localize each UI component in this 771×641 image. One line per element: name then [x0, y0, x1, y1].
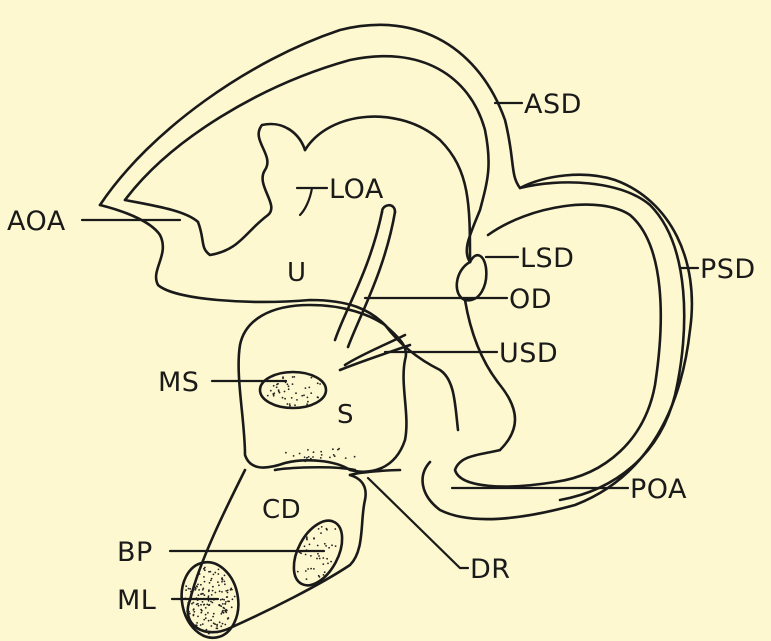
od-tip: [382, 205, 395, 212]
leader-loa: [297, 188, 327, 215]
label-s: S: [337, 400, 354, 430]
lsd-loop: [457, 255, 487, 300]
label-od: OD: [509, 284, 552, 315]
label-poa: POA: [630, 474, 687, 505]
label-dr: DR: [470, 554, 511, 585]
label-ml: ML: [117, 585, 156, 616]
saccule-outline: [239, 305, 407, 472]
label-lsd: LSD: [520, 243, 574, 274]
utricle-outer-outline: [100, 25, 692, 519]
label-u: U: [287, 258, 307, 288]
label-asd: ASD: [524, 89, 582, 120]
label-aoa: AOA: [7, 206, 66, 237]
psd-lower-connection: [465, 300, 515, 450]
label-loa: LOA: [329, 174, 384, 205]
label-bp: BP: [117, 537, 153, 568]
utricle-inner-outline: [125, 56, 489, 262]
label-usd: USD: [499, 338, 558, 369]
label-ms: MS: [158, 367, 199, 398]
cochlear-duct-outline: [188, 467, 366, 632]
label-cd: CD: [262, 495, 301, 525]
label-psd: PSD: [700, 254, 756, 285]
leader-dr: [368, 478, 468, 568]
